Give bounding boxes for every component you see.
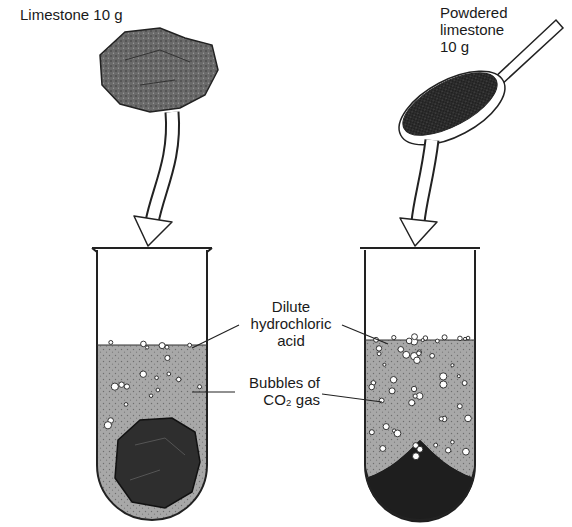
gas-bubble: [413, 394, 417, 398]
gas-bubble: [390, 377, 396, 383]
gas-bubble: [458, 336, 463, 341]
gas-bubble: [165, 355, 170, 360]
part-label-box: Dilute hydrochloric acid: [243, 298, 339, 349]
gas-bubble: [409, 400, 415, 406]
gas-bubble: [377, 352, 381, 356]
gas-bubble: [457, 404, 462, 409]
sample-label: Limestone 10 g: [20, 6, 150, 23]
gas-bubble: [463, 337, 466, 340]
gas-bubble: [406, 338, 412, 344]
gas-bubble: [155, 376, 159, 380]
gas-bubble: [392, 335, 396, 339]
gas-bubble: [165, 345, 169, 349]
gas-bubble: [380, 446, 386, 452]
gas-bubble: [156, 388, 160, 392]
gas-bubble: [376, 346, 381, 351]
gas-bubble: [149, 394, 153, 398]
gas-bubble: [176, 377, 181, 382]
spoon: [388, 20, 563, 160]
sample-label-box: Limestone 10 g: [20, 6, 150, 23]
test-tube: [92, 248, 212, 520]
sample-label: Powdered limestone 10 g: [440, 4, 524, 55]
gas-bubble: [445, 448, 450, 453]
limestone-lump: [115, 418, 200, 508]
gas-bubble: [140, 371, 146, 377]
gas-bubble: [394, 430, 401, 437]
gas-bubble: [167, 372, 171, 376]
gas-bubble: [141, 341, 147, 347]
gas-bubble: [146, 346, 149, 349]
gas-bubble: [389, 388, 395, 394]
gas-bubble: [403, 351, 410, 358]
gas-bubble: [412, 334, 418, 340]
part-label: Bubbles of CO₂ gas: [238, 374, 320, 408]
limestone-lump: [100, 28, 218, 112]
gas-bubble: [411, 386, 416, 391]
gas-bubble: [383, 424, 389, 430]
gas-bubble: [159, 343, 165, 349]
gas-bubble: [398, 347, 404, 353]
gas-bubble: [414, 357, 420, 363]
part-label: Dilute hydrochloric acid: [243, 298, 339, 349]
gas-bubble: [417, 351, 422, 356]
gas-bubble: [109, 340, 113, 344]
sample-label-box: Powdered limestone 10 g: [440, 4, 524, 55]
gas-bubble: [124, 384, 129, 389]
gas-bubble: [465, 415, 472, 422]
gas-bubble: [440, 373, 447, 380]
gas-bubble: [434, 443, 438, 447]
bubbles: [104, 334, 471, 460]
gas-bubble: [111, 383, 118, 390]
gas-bubble: [440, 381, 447, 388]
gas-bubble: [198, 385, 202, 389]
gas-bubble: [124, 403, 128, 407]
gas-bubble: [412, 453, 419, 460]
part-label-box: Bubbles of CO₂ gas: [238, 374, 320, 408]
gas-bubble: [462, 381, 467, 386]
pour-arrow: [134, 112, 437, 246]
gas-bubble: [430, 353, 435, 358]
gas-bubble: [451, 440, 455, 444]
gas-bubble: [104, 422, 111, 429]
gas-bubble: [383, 363, 386, 366]
gas-bubble: [435, 339, 439, 343]
gas-bubble: [417, 446, 423, 452]
gas-bubble: [369, 384, 375, 390]
gas-bubble: [369, 430, 374, 435]
gas-bubble: [457, 375, 460, 378]
test-tube: [360, 248, 480, 523]
gas-bubble: [421, 339, 424, 342]
gas-bubble: [119, 382, 124, 387]
gas-bubble: [442, 335, 447, 340]
gas-bubble: [463, 448, 470, 455]
gas-bubble: [439, 417, 443, 421]
gas-bubble: [451, 364, 454, 367]
gas-bubble: [188, 343, 192, 347]
